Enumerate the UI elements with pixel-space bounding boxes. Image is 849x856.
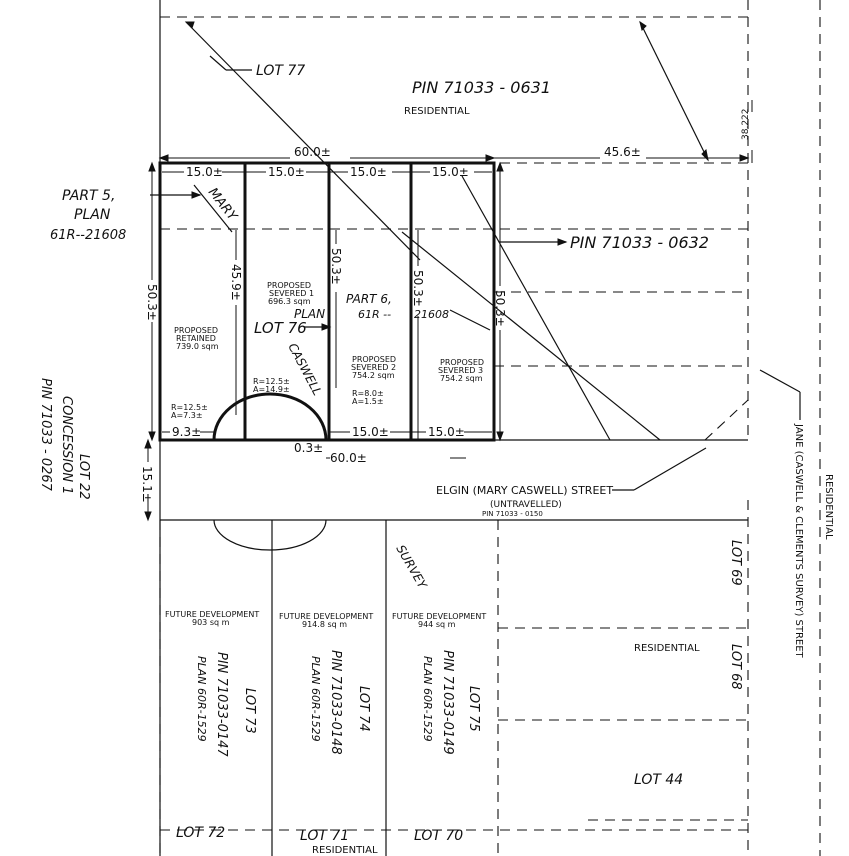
dim-50-3-mid: 50.3±	[329, 248, 343, 285]
severed1-line3: 696.3 sqm	[268, 297, 311, 306]
residential-top-label: RESIDENTIAL	[404, 106, 470, 117]
plan-word-label: PLAN	[294, 307, 325, 321]
dim-15-c: 15.0±	[350, 165, 387, 179]
residential-bottom-label: RESIDENTIAL	[312, 845, 378, 856]
caswell-label: CASWELL	[285, 341, 324, 398]
dim-15-b: 15.0±	[268, 165, 305, 179]
dim-50-3-right: 50.3±	[493, 290, 507, 327]
residential-mid-label: RESIDENTIAL	[634, 643, 700, 654]
lot22-label: LOT 22	[76, 454, 91, 500]
lot70-label: LOT 70	[414, 828, 463, 844]
survey-label: SURVEY	[393, 543, 430, 593]
pin-0632-label: PIN 71033 - 0632	[570, 233, 709, 252]
dim-50-3-r: 50.3±	[411, 270, 425, 307]
lot69-label: LOT 69	[728, 540, 743, 586]
dim-60-bot: 60.0±	[330, 451, 367, 465]
plan-1529-b: PLAN 60R-1529	[309, 656, 322, 742]
lot44-label: LOT 44	[634, 772, 683, 788]
part6-line2: 61R --	[358, 308, 391, 321]
dim-0-3: 0.3±	[294, 441, 323, 455]
curve1-line1: R=12.5±	[253, 377, 290, 386]
lot72-label: LOT 72	[176, 825, 225, 841]
dim-45-9: 45.9±	[229, 264, 243, 301]
severed1-line2: SEVERED 1	[269, 289, 314, 298]
elgin-street-label: ELGIN (MARY CASWELL) STREET	[436, 484, 613, 497]
plan-labels: LOT 77 PIN 71033 - 0631 RESIDENTIAL 38.2…	[38, 63, 834, 856]
retained-line3: 739.0 sqm	[176, 342, 219, 351]
fd1-line2: 903 sq m	[192, 618, 230, 627]
untravelled-label: (UNTRAVELLED)	[490, 500, 562, 510]
dim-45-6: 45.6±	[604, 145, 641, 159]
severed2-line1: PROPOSED	[352, 355, 396, 364]
side-dim-top: 38.222	[741, 109, 751, 141]
curve2-line2: A=7.3±	[171, 411, 203, 420]
pin-0150-label: PIN 71033 - 0150	[482, 510, 543, 518]
curve2-line1: R=12.5±	[171, 403, 208, 412]
dim-15-d: 15.0±	[432, 165, 469, 179]
pin-0148-label: PIN 71033-0148	[328, 650, 343, 755]
severed1-line1: PROPOSED	[267, 281, 311, 290]
dim-15-a: 15.0±	[186, 165, 223, 179]
severed3-line2: SEVERED 3	[438, 366, 483, 375]
curve3-line2: A=1.5±	[352, 397, 384, 406]
fd3-line2: 944 sq m	[418, 620, 456, 629]
lot68-label: LOT 68	[728, 644, 743, 690]
dim-60-top: 60.0±	[294, 145, 331, 159]
part6-line1: PART 6,	[346, 292, 392, 306]
fd2-line1: FUTURE DEVELOPMENT	[279, 612, 373, 621]
part5-line1: PART 5,	[62, 188, 115, 204]
curve3-line1: R=8.0±	[352, 389, 384, 398]
severed2-line2: SEVERED 2	[351, 363, 396, 372]
dim-15-1: 15.1±	[140, 466, 154, 503]
pin-0147-label: PIN 71033-0147	[214, 652, 229, 757]
arrowheads	[144, 20, 750, 522]
pin-0149-label: PIN 71033-0149	[440, 650, 455, 755]
retained-line1: PROPOSED	[174, 326, 218, 335]
fd2-line2: 914.8 sq m	[302, 620, 347, 629]
plan-1529-c: PLAN 60R-1529	[421, 656, 434, 742]
severed2-line3: 754.2 sqm	[352, 371, 395, 380]
retained-line2: RETAINED	[176, 334, 216, 343]
dimension-lines	[147, 100, 753, 520]
dim-9-3: 9.3±	[172, 425, 201, 439]
dim-15-bot1: 15.0±	[352, 425, 389, 439]
part5-line3: 61R--21608	[50, 228, 126, 243]
part5-line2: PLAN	[74, 207, 111, 223]
severed3-line3: 754.2 sqm	[440, 374, 483, 383]
lot75-label: LOT 75	[466, 686, 481, 732]
plan-1529-a: PLAN 60R-1529	[195, 656, 208, 742]
residential-right-label: RESIDENTIAL	[823, 474, 834, 540]
jane-street-label: JANE (CASWELL & CLEMENTS SURVEY) STREET	[793, 423, 804, 659]
curve1-line2: A=14.9±	[253, 385, 290, 394]
lot77-label: LOT 77	[256, 63, 305, 79]
fd3-line1: FUTURE DEVELOPMENT	[392, 612, 486, 621]
lot71-label: LOT 71	[300, 828, 349, 844]
dim-15-bot2: 15.0±	[428, 425, 465, 439]
dim-50-3-left: 50.3±	[145, 284, 159, 321]
lot74-label: LOT 74	[356, 686, 371, 732]
plan-linework	[150, 0, 821, 856]
lot76-label: LOT 76	[254, 319, 307, 337]
pin-0267-label: PIN 71033 - 0267	[38, 378, 53, 492]
fd1-line1: FUTURE DEVELOPMENT	[165, 610, 259, 619]
pin-0631-label: PIN 71033 - 0631	[412, 78, 551, 97]
concession-label: CONCESSION 1	[59, 396, 74, 495]
part6-line3: 21608	[414, 308, 449, 321]
severed3-line1: PROPOSED	[440, 358, 484, 367]
lot73-label: LOT 73	[242, 688, 257, 734]
